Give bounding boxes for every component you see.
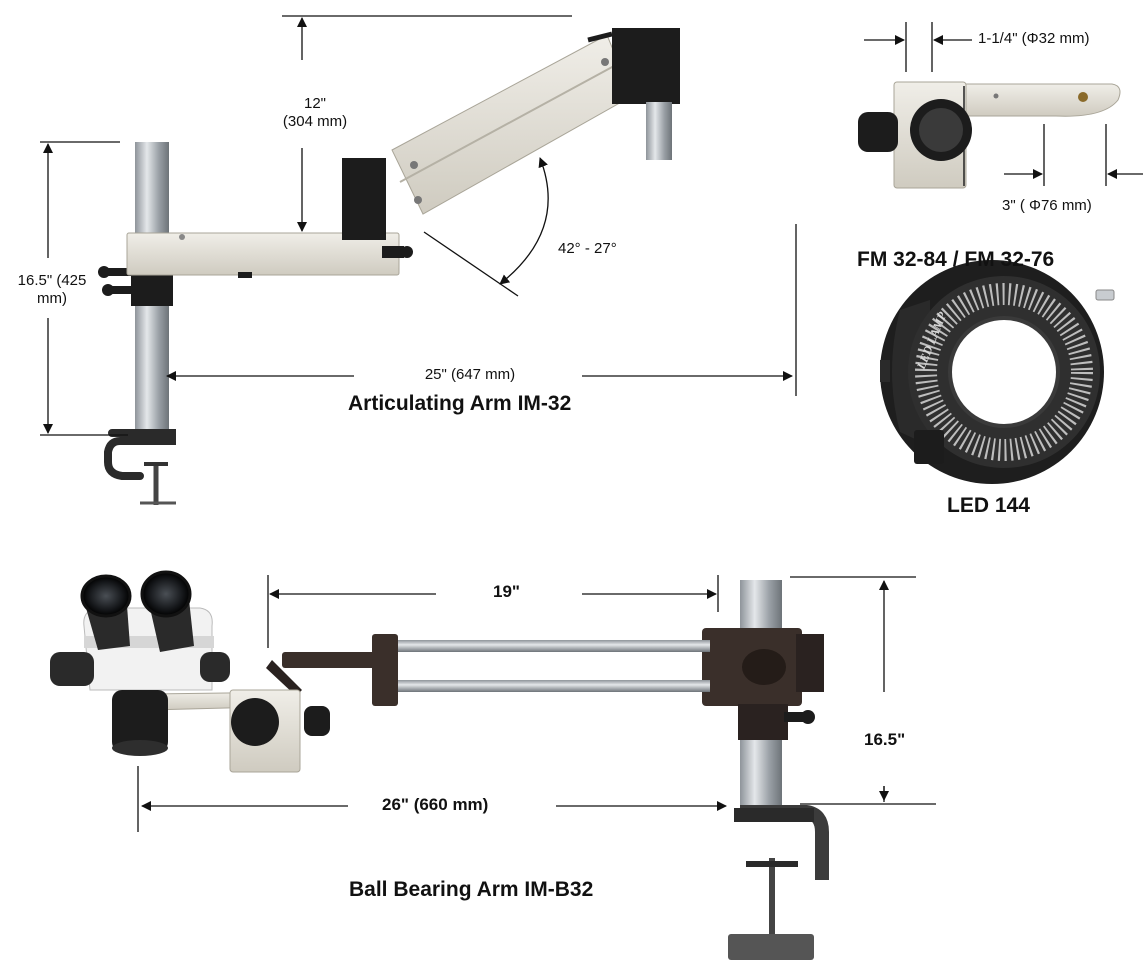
imb32-desk-clamp (740, 805, 829, 880)
ball-bearing-arm-imb32 (50, 570, 936, 960)
im32-head-block (612, 28, 680, 104)
im32-height-imperial: 12" (303, 95, 326, 112)
im32-height-dimension: 12" (304 mm) (270, 95, 360, 131)
imb32-eyepieces (80, 570, 194, 652)
im32-desk-clamp (104, 429, 176, 480)
imb32-lower-rod (380, 680, 710, 692)
led-ring-light-144: LED LAMP (880, 260, 1115, 484)
im32-reach-label: 25" (647 mm) (424, 366, 516, 383)
imb32-reach-label: 26" (660 mm) (382, 795, 489, 814)
fm32-mount-arm (959, 83, 1121, 117)
im32-title: Articulating Arm IM-32 (348, 392, 572, 415)
im32-elbow-block (342, 158, 386, 240)
fm32-mount-label: 3" ( Φ76 mm) (1002, 197, 1092, 214)
led-power-plug (914, 430, 944, 464)
imb32-height-label: 16.5" (864, 730, 906, 749)
im32-angled-arm (391, 34, 633, 215)
im32-height-metric: (304 mm) (282, 113, 348, 130)
imb32-span-label: 19" (493, 582, 520, 601)
fm32-title: FM 32-84 / FM 32-76 (857, 248, 1055, 271)
im32-post-height-line1: 16.5" (425 (17, 272, 87, 289)
articulating-arm-im32 (40, 15, 797, 505)
fm32-bore-label: 1-1/4" (Φ32 mm) (978, 30, 1090, 47)
led144-title: LED 144 (947, 494, 1030, 517)
imb32-upper-rod (380, 640, 710, 652)
focus-mount-fm32 (858, 22, 1143, 189)
im32-post-height-dimension: 16.5" (425 mm) (2, 272, 102, 308)
fm32-knob (858, 112, 898, 152)
im32-angle-label: 42° - 27° (558, 240, 617, 257)
imb32-objective (112, 690, 168, 752)
im32-post-height-line2: mm) (37, 290, 67, 307)
imb32-title: Ball Bearing Arm IM-B32 (349, 878, 594, 901)
